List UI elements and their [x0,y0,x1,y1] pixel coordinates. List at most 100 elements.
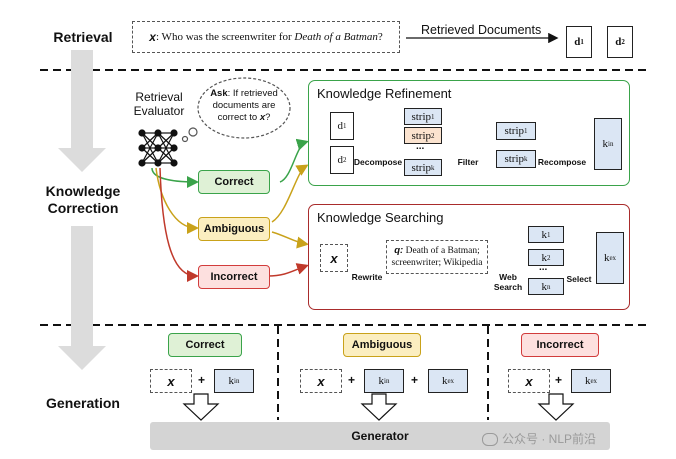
gen-ambiguous-plus-1: + [348,373,356,387]
retrieved-doc-2-sub: 2 [621,38,625,46]
strip-2-label: strip [411,129,432,142]
retrieved-doc-2-label: d [615,36,622,48]
evaluator-label-line1: Retrieval [135,90,183,104]
knowledge-refinement-panel [308,80,630,186]
query-text: : Who was the screenwriter for [155,31,295,43]
query-title: Death of a Batman [294,31,378,43]
rewritten-query-box: q: Death of a Batman; screenwriter; Wiki… [386,240,488,274]
web-search-label: Web Search [488,272,528,292]
query-end: ? [377,31,383,43]
thought-line1: Ask: If retrieved [204,88,284,100]
rewritten-query-line1-text: Death of a Batman; [403,246,480,256]
stage-arrow-2 [58,226,106,370]
k-ex-sub: ex [609,254,617,262]
search-k-n-label: k [541,280,548,293]
search-dots: ... [539,262,548,273]
web-search-line1: Web [499,272,517,282]
refine-doc-1-sub: 1 [343,122,347,130]
strip-dots: ... [416,141,425,152]
strip-k-sub: k [431,163,435,172]
select-label: Select [566,274,592,284]
rewrite-label: Rewrite [351,272,383,282]
retrieved-doc-1-sub: 1 [580,38,584,46]
gen-incorrect-kex-label: k [584,375,591,387]
action-correct: Correct [198,170,270,194]
thought-ask: Ask [210,88,228,99]
thought-x: x [259,112,266,123]
web-search-line2: Search [493,282,523,292]
thought-line2: documents are [212,100,276,111]
gen-ambiguous-x: x [300,369,342,393]
gen-ambiguous-label: Ambiguous [343,333,421,357]
rewritten-query-line1: q: Death of a Batman; [387,245,487,257]
gen-ambiguous-kex-label: k [441,375,448,387]
gen-correct-label: Correct [168,333,242,357]
k-in-label: k [602,138,609,150]
gen-ambiguous-plus-2: + [411,373,419,387]
search-query-x: x [320,244,348,272]
decompose-label: Decompose [353,157,403,167]
search-k-n-sub: n [547,282,551,291]
recompose-label: Recompose [537,157,587,167]
filter-label: Filter [457,157,479,167]
network-icon [138,129,178,167]
action-incorrect: Incorrect [198,265,270,289]
thought-line3: correct to x? [204,112,284,124]
k-in-sub: in [608,140,614,148]
search-k-2-sub: 2 [547,253,551,262]
gen-incorrect-label: Incorrect [521,333,599,357]
k-ex-label: k [603,252,610,264]
knowledge-searching-panel [308,204,630,310]
retrieval-evaluator-label: Retrieval Evaluator [126,90,192,118]
knowledge-searching-title: Knowledge Searching [317,210,444,225]
search-k-2-label: k [541,251,548,264]
thought-line1-text: : If retrieved [227,88,278,99]
gen-arrow-ambiguous [360,393,398,421]
retrieved-documents-label: Retrieved Documents [421,23,542,37]
gen-correct-kin-label: k [228,375,235,387]
watermark: 公众号 · NLP前沿 [482,430,596,447]
search-k-1-label: k [541,228,548,241]
gen-incorrect-plus: + [555,373,563,387]
generator-bar: Generator [150,422,610,450]
thought-bubble-text: Ask: If retrieved documents are correct … [204,88,284,124]
gen-ambiguous-kex-sub: ex [447,377,455,385]
query-x: x [149,30,156,44]
strip-k-label: strip [411,161,432,174]
refine-doc-1-label: d [337,120,344,132]
strip-1-sub: 1 [431,112,435,121]
filtered-strip-1-sub: 1 [524,127,528,135]
refine-doc-2-sub: 2 [343,156,347,164]
strip-1-label: strip [411,110,432,123]
thought-bubble [181,77,291,143]
query-box: x: Who was the screenwriter for Death of… [132,21,400,53]
gen-ambiguous-kin-sub: in [384,377,390,385]
knowledge-refinement-title: Knowledge Refinement [317,86,452,101]
gen-arrow-correct [182,393,220,421]
wechat-icon [482,433,498,447]
gen-arrow-incorrect [537,393,575,421]
rewritten-query-line2: screenwriter; Wikipedia [391,258,483,268]
strip-2-sub: 2 [431,131,435,140]
stage-label-correction-line2: Correction [47,200,119,216]
gen-correct-plus: + [198,373,206,387]
filtered-strip-k-label: strip [504,153,525,165]
stage-arrow-1 [58,50,106,172]
thought-q: ? [265,112,271,123]
gen-incorrect-kex-sub: ex [590,377,598,385]
refine-doc-2-label: d [337,154,344,166]
gen-correct-kin-sub: in [234,377,240,385]
